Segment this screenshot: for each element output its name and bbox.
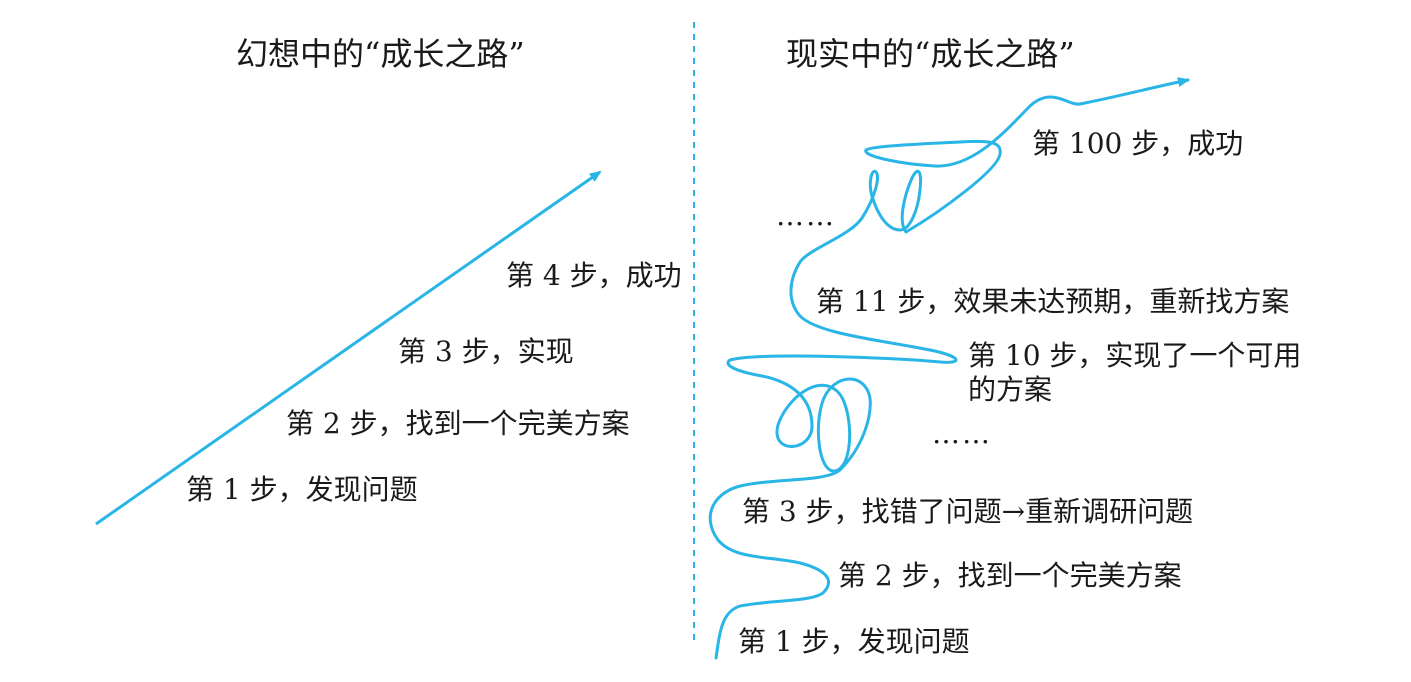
reality-step-11: 第 11 步，效果未达预期，重新找方案: [816, 285, 1290, 318]
reality-step-10-line1: 第 10 步，实现了一个可用: [968, 339, 1302, 372]
reality-ellipsis-lower: ……: [932, 417, 992, 450]
fantasy-title: 幻想中的“成长之路”: [236, 35, 525, 73]
reality-step-10-line2: 的方案: [968, 373, 1053, 406]
reality-step-1: 第 1 步，发现问题: [738, 625, 970, 658]
fantasy-path-arrow: [95, 170, 602, 526]
reality-step-2: 第 2 步，找到一个完美方案: [838, 559, 1182, 592]
fantasy-step-4: 第 4 步，成功: [506, 259, 682, 292]
reality-title: 现实中的“成长之路”: [786, 35, 1075, 73]
reality-ellipsis-upper: ……: [776, 199, 836, 232]
fantasy-step-2: 第 2 步，找到一个完美方案: [286, 407, 630, 440]
reality-path-curve: [708, 77, 1190, 660]
fantasy-step-1: 第 1 步，发现问题: [186, 473, 418, 506]
reality-step-3: 第 3 步，找错了问题→重新调研问题: [742, 495, 1194, 528]
fantasy-step-3: 第 3 步，实现: [398, 335, 574, 368]
reality-step-100: 第 100 步，成功: [1032, 127, 1244, 160]
